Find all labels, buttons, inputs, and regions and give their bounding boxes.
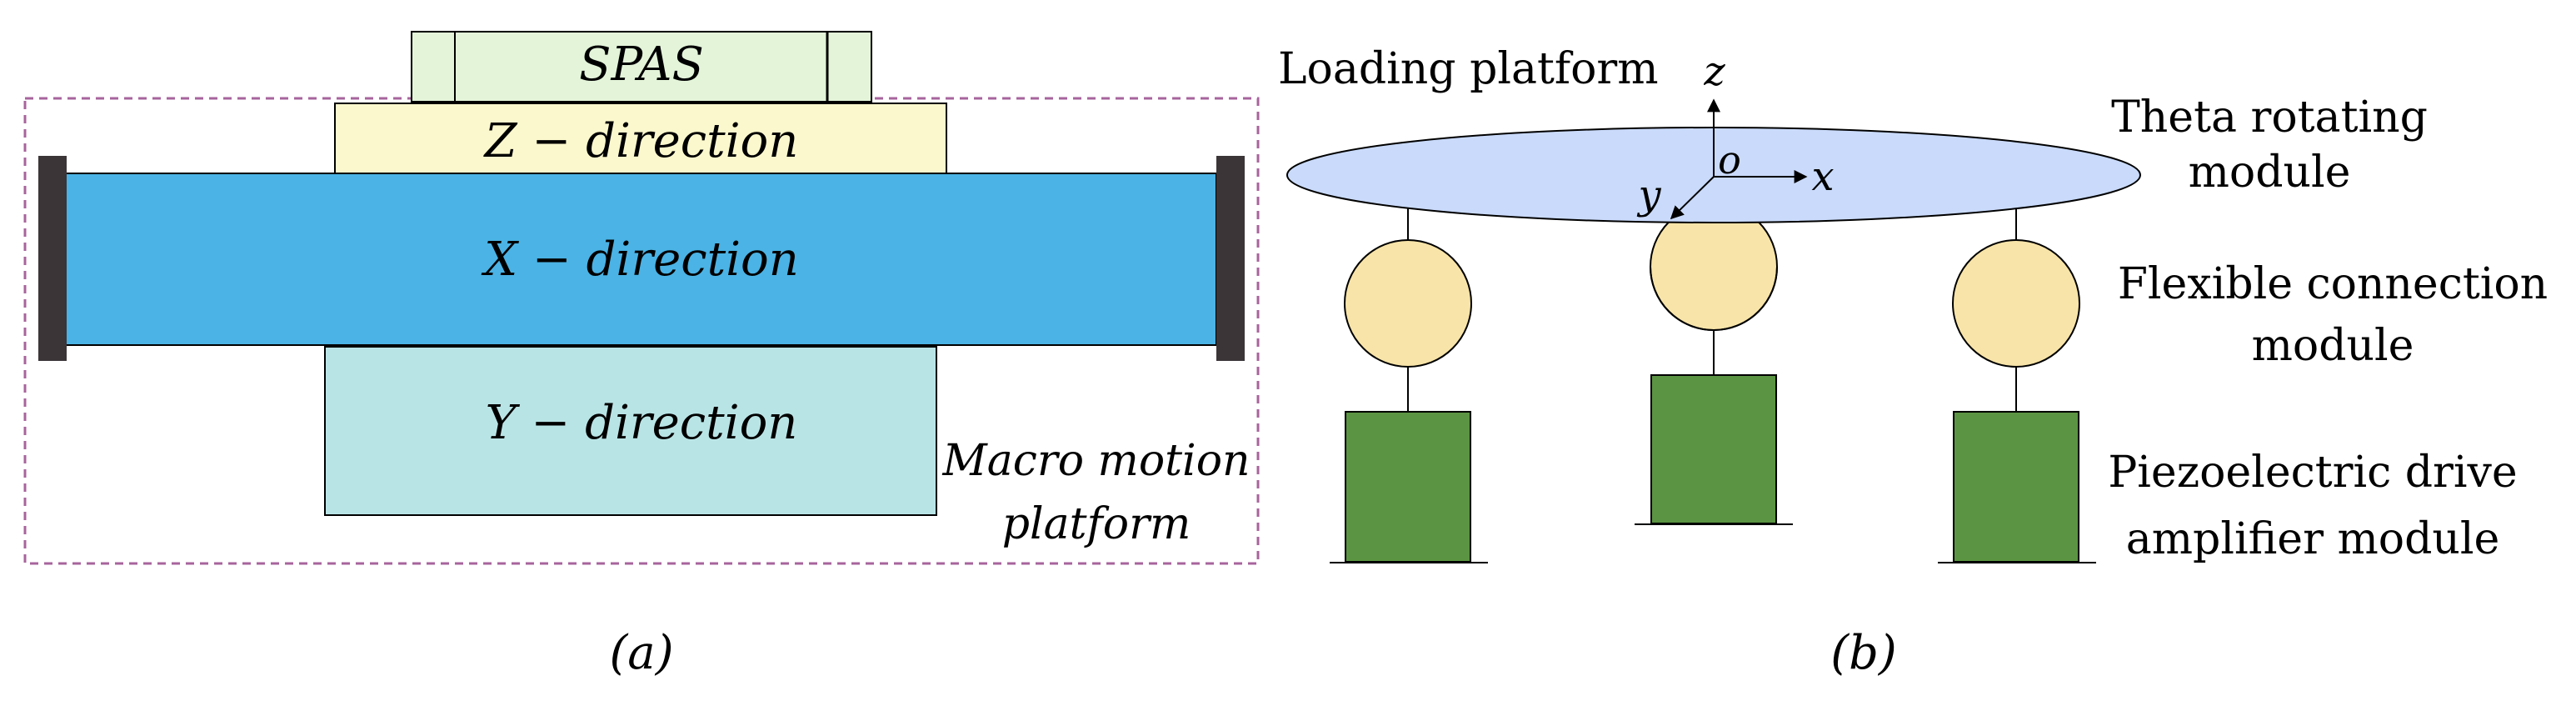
- x-direction-label: X − direction: [481, 233, 799, 287]
- x-direction-block: [64, 173, 1217, 346]
- panel-b: z o x y Loading platform Theta rotating …: [1278, 44, 2548, 680]
- axis-z-label: z: [1703, 48, 1725, 95]
- caption-a: (a): [609, 626, 673, 680]
- theta-module-label-line1: Theta rotating: [2111, 93, 2428, 143]
- piezo-label-line2: amplifier module: [2126, 514, 2500, 564]
- piezo-label-line1: Piezoelectric drive: [2108, 448, 2517, 498]
- x-right-end-cap: [1216, 156, 1245, 361]
- caption-b: (b): [1830, 626, 1897, 680]
- x-left-end-cap: [38, 156, 67, 361]
- flexible-connection-circle-left: [1344, 239, 1472, 368]
- piezo-block-middle: [1650, 374, 1777, 524]
- macro-motion-label-line1: Macro motion: [941, 436, 1250, 486]
- macro-motion-label-line2: platform: [1002, 499, 1191, 549]
- axis-y-label: y: [1636, 172, 1661, 218]
- loading-platform-label: Loading platform: [1278, 44, 1659, 94]
- flexible-connection-label-line2: module: [2252, 321, 2414, 371]
- y-direction-label: Y − direction: [486, 396, 798, 450]
- axis-x-label: x: [1811, 153, 1834, 200]
- flexible-connection-label-line1: Flexible connection: [2118, 259, 2548, 309]
- spas-block: [411, 31, 872, 103]
- z-direction-label: Z − direction: [483, 114, 799, 168]
- piezo-block-right: [1953, 411, 2079, 563]
- piezo-block-left: [1345, 411, 1471, 563]
- flexible-connection-circle-right: [1952, 239, 2080, 368]
- axis-o-label: o: [1718, 138, 1741, 183]
- z-direction-block: [334, 103, 947, 174]
- flexible-connection-circle-middle-outline: [1650, 266, 1778, 331]
- theta-module-label-line2: module: [2189, 148, 2351, 198]
- panel-a: SPAS Z − direction X − direction Y − dir…: [23, 31, 1260, 680]
- axis-y-arrow: [1670, 176, 1715, 220]
- y-direction-block: [324, 346, 937, 516]
- spas-label: SPAS: [579, 38, 704, 92]
